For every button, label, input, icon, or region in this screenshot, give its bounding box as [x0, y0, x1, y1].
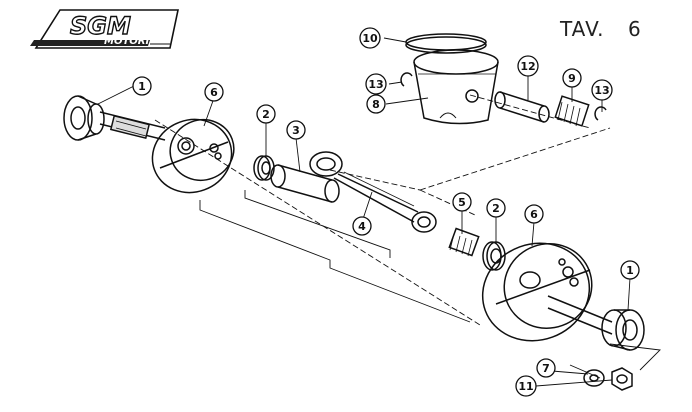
logo-sub: MOTORI [104, 36, 149, 47]
callout-13: 13 [591, 79, 613, 101]
callout-number: 1 [138, 80, 146, 93]
right-crank-half [481, 242, 593, 342]
crank-pin [270, 164, 340, 203]
right-bearing [601, 309, 645, 351]
shaft-washer [583, 369, 605, 387]
big-end-needle-bearing [448, 227, 480, 257]
callout-2: 2 [256, 104, 276, 124]
callout-10: 10 [359, 27, 381, 49]
shaft-nut [611, 367, 633, 391]
callout-number: 13 [594, 84, 609, 97]
callout-number: 9 [568, 72, 576, 85]
callout-6: 6 [524, 204, 544, 224]
callout-number: 1 [626, 264, 634, 277]
piston [413, 49, 499, 125]
sgm-logo: SGM MOTORI [30, 9, 179, 49]
callout-1: 1 [620, 260, 640, 280]
leader-lines [97, 37, 631, 387]
logo-brand: SGM [70, 12, 131, 40]
left-circlip [400, 72, 413, 87]
callout-number: 4 [358, 220, 366, 233]
callout-number: 3 [292, 124, 300, 137]
callout-number: 11 [518, 380, 533, 393]
callout-number: 2 [262, 108, 270, 121]
callout-number: 2 [492, 202, 500, 215]
plate-number: 6 [628, 17, 642, 41]
callout-13: 13 [365, 73, 387, 95]
callout-8: 8 [366, 94, 386, 114]
left-crank-half [151, 118, 235, 194]
callout-number: 13 [368, 78, 383, 91]
callout-number: 10 [362, 32, 378, 45]
callout-4: 4 [352, 216, 372, 236]
callout-number: 5 [458, 196, 466, 209]
callout-number: 6 [210, 86, 218, 99]
connecting-rod [309, 151, 437, 233]
right-circlip [594, 106, 607, 121]
callout-number: 8 [372, 98, 380, 111]
guide-lines [154, 94, 611, 326]
plate-prefix: TAV. [559, 17, 605, 41]
callout-6: 6 [204, 82, 224, 102]
callout-7: 7 [536, 358, 556, 378]
callout-11: 11 [515, 375, 537, 397]
callout-1: 1 [132, 76, 152, 96]
callout-3: 3 [286, 120, 306, 140]
callout-5: 5 [452, 192, 472, 212]
callout-labels: 1 6 2 3 4 5 2 6 1 7 11 10 12 13 8 9 13 [132, 27, 640, 397]
callout-number: 7 [542, 362, 550, 375]
left-bearing [63, 95, 105, 141]
callout-9: 9 [562, 68, 582, 88]
callout-number: 12 [520, 60, 535, 73]
dimension-lines [199, 190, 661, 379]
left-shaft [99, 111, 166, 141]
callout-number: 6 [530, 208, 538, 221]
plate-title: TAV. 6 [559, 17, 642, 41]
small-end-needle-bearing [554, 95, 590, 127]
callout-12: 12 [517, 55, 539, 77]
callout-2: 2 [486, 198, 506, 218]
piston-pin [494, 91, 550, 123]
